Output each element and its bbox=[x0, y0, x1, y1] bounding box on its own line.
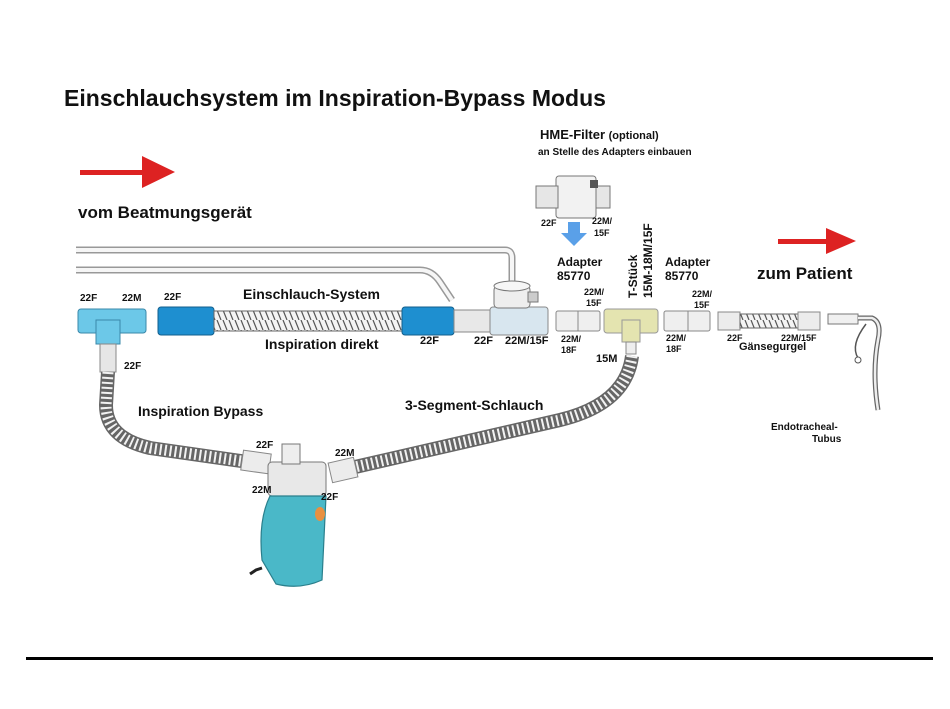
size-bypass-left: 22M bbox=[252, 485, 271, 496]
adapter-left-label: Adapter bbox=[557, 255, 603, 269]
size-adapterL-top-a: 22M/ bbox=[584, 287, 605, 297]
bypass-valve-handle bbox=[249, 443, 327, 587]
single-hose-system-label: Einschlauch-System bbox=[243, 286, 380, 302]
bottom-rule bbox=[26, 657, 933, 660]
gooseneck bbox=[717, 311, 821, 331]
three-segment-hose-label: 3-Segment-Schlauch bbox=[405, 397, 543, 413]
adapter-right-number: 85770 bbox=[665, 269, 699, 283]
size-bypass-right-a: 22M bbox=[335, 448, 354, 459]
gooseneck-label: Gänsegurgel bbox=[739, 341, 806, 353]
size-adapterR-bot-a: 22M/ bbox=[666, 333, 687, 343]
adapter-left bbox=[555, 310, 601, 332]
single-hose bbox=[157, 306, 455, 336]
arrow-to-patient-icon bbox=[778, 228, 856, 254]
hme-optional-label: (optional) bbox=[609, 130, 659, 142]
t-piece bbox=[603, 308, 659, 355]
size-hose-end: 22F bbox=[420, 335, 439, 347]
hme-filter bbox=[535, 175, 611, 219]
hme-filter-label: HME-Filter bbox=[540, 127, 605, 142]
size-goose-in: 22F bbox=[727, 333, 743, 343]
size-tpiece-bottom: 15M bbox=[596, 353, 617, 365]
size-adapterR-top-a: 22M/ bbox=[692, 289, 713, 299]
size-bypass-right-b: 22F bbox=[321, 492, 338, 503]
inspiration-direct-label: Inspiration direkt bbox=[265, 336, 379, 352]
page-title: Einschlauchsystem im Inspiration-Bypass … bbox=[64, 85, 606, 111]
size-adapterL-bot-b: 18F bbox=[561, 345, 577, 355]
hme-note-label: an Stelle des Adapters einbauen bbox=[538, 147, 692, 158]
endotracheal-label-line1: Endotracheal- bbox=[771, 422, 838, 433]
endotracheal-tube bbox=[827, 313, 882, 411]
valve-assembly bbox=[453, 280, 549, 336]
size-valve-out: 22M/15F bbox=[505, 335, 549, 347]
size-bypass-top: 22F bbox=[256, 440, 273, 451]
filter-arrow-icon bbox=[561, 222, 587, 246]
hme-filter-title: HME-Filter (optional) bbox=[540, 127, 659, 142]
size-valve-in: 22F bbox=[474, 335, 493, 347]
inspiration-bypass-label: Inspiration Bypass bbox=[138, 403, 263, 419]
size-goose-out: 22M/15F bbox=[781, 333, 817, 343]
blue-tee-connector bbox=[77, 308, 147, 373]
size-adapterR-top-b: 15F bbox=[694, 300, 710, 310]
three-segment-hose bbox=[327, 354, 639, 484]
to-patient-label: zum Patient bbox=[757, 264, 853, 283]
adapter-right bbox=[663, 310, 711, 332]
size-hme-out-a: 22M/ bbox=[592, 216, 613, 226]
adapter-right-label: Adapter bbox=[665, 255, 711, 269]
arrow-from-ventilator-icon bbox=[80, 156, 175, 188]
size-tee-right: 22M bbox=[122, 293, 141, 304]
bypass-hose bbox=[98, 371, 272, 475]
t-piece-size-label: 15M-18M/15F bbox=[641, 223, 655, 298]
size-adapterR-bot-b: 18F bbox=[666, 344, 682, 354]
size-hme-in: 22F bbox=[541, 218, 557, 228]
endotracheal-label-line2: Tubus bbox=[812, 434, 842, 445]
from-ventilator-label: vom Beatmungsgerät bbox=[78, 203, 252, 222]
size-hme-out-b: 15F bbox=[594, 228, 610, 238]
size-adapterL-bot-a: 22M/ bbox=[561, 334, 582, 344]
adapter-left-number: 85770 bbox=[557, 269, 591, 283]
ventilator-tubes bbox=[76, 246, 516, 302]
t-piece-label: T-Stück bbox=[626, 254, 640, 298]
size-tee-left: 22F bbox=[80, 293, 97, 304]
size-tee-bottom: 22F bbox=[124, 361, 141, 372]
size-adapterL-top-b: 15F bbox=[586, 298, 602, 308]
size-hose-start: 22F bbox=[164, 292, 181, 303]
